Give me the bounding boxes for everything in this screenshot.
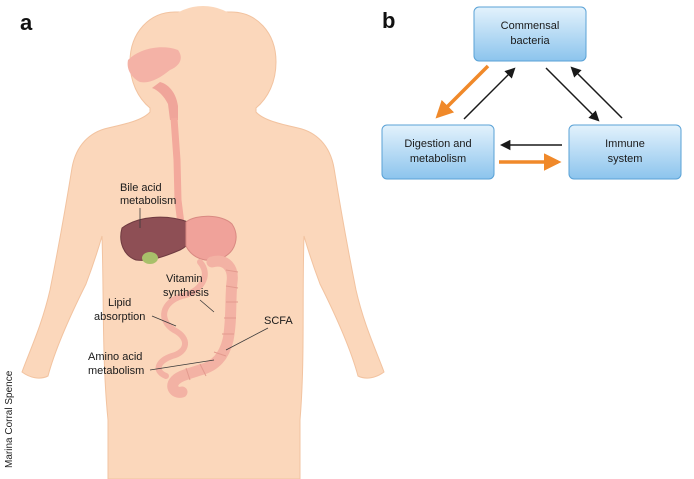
small-intestine <box>155 259 208 379</box>
label-amino-acid: Amino acid metabolism <box>88 351 215 377</box>
human-body-illustration <box>21 6 385 479</box>
immune-box <box>568 124 682 180</box>
node-digestion-metabolism: Digestion and metabolism <box>381 124 495 180</box>
scfa-leader <box>225 327 269 351</box>
commensal-line1: Commensal <box>501 20 560 32</box>
gallbladder <box>142 252 158 264</box>
amino-line2: metabolism <box>88 365 144 377</box>
vitamin-line1: Vitamin <box>166 273 202 285</box>
bile-acid-line2: metabolism <box>120 195 176 207</box>
label-bile-acid: Bile acid metabolism <box>120 182 176 228</box>
lipid-line2: absorption <box>94 311 145 323</box>
scfa-text: SCFA <box>264 315 293 327</box>
digestion-line2: metabolism <box>410 153 466 165</box>
label-scfa: SCFA <box>225 315 293 351</box>
label-vitamin: Vitamin synthesis <box>163 273 215 313</box>
digestion-box <box>381 124 495 180</box>
label-lipid: Lipid absorption <box>94 297 177 327</box>
illustrator-credit: Marina Corral Spence <box>4 370 15 468</box>
immune-line2: system <box>608 153 643 165</box>
stomach <box>185 215 237 261</box>
throat <box>152 82 178 120</box>
colon <box>167 255 238 398</box>
amino-line1: Amino acid <box>88 351 142 363</box>
commensal-line2: bacteria <box>510 35 550 47</box>
head <box>151 6 255 110</box>
esophagus <box>170 117 186 233</box>
arrow-digestion-to-bacteria <box>463 67 516 120</box>
node-commensal-bacteria: Commensal bacteria <box>473 6 587 62</box>
immune-line1: Immune <box>605 138 645 150</box>
liver <box>120 216 193 261</box>
lipid-leader <box>151 315 177 327</box>
bile-acid-line1: Bile acid <box>120 182 162 194</box>
colon-haustra <box>185 269 239 381</box>
commensal-box <box>473 6 587 62</box>
panel-b-letter: b <box>382 8 395 33</box>
arrow-immune-to-bacteria <box>570 66 623 119</box>
panel-a-letter: a <box>20 10 33 35</box>
vitamin-line2: synthesis <box>163 287 209 299</box>
lipid-line1: Lipid <box>108 297 131 309</box>
node-immune-system: Immune system <box>568 124 682 180</box>
arrow-bacteria-to-digestion <box>435 64 490 119</box>
vitamin-leader <box>199 299 215 313</box>
arrow-bacteria-to-immune <box>545 67 600 122</box>
amino-leader <box>149 359 215 371</box>
digestion-line1: Digestion and <box>404 138 471 150</box>
nasal-cavity <box>127 47 181 83</box>
